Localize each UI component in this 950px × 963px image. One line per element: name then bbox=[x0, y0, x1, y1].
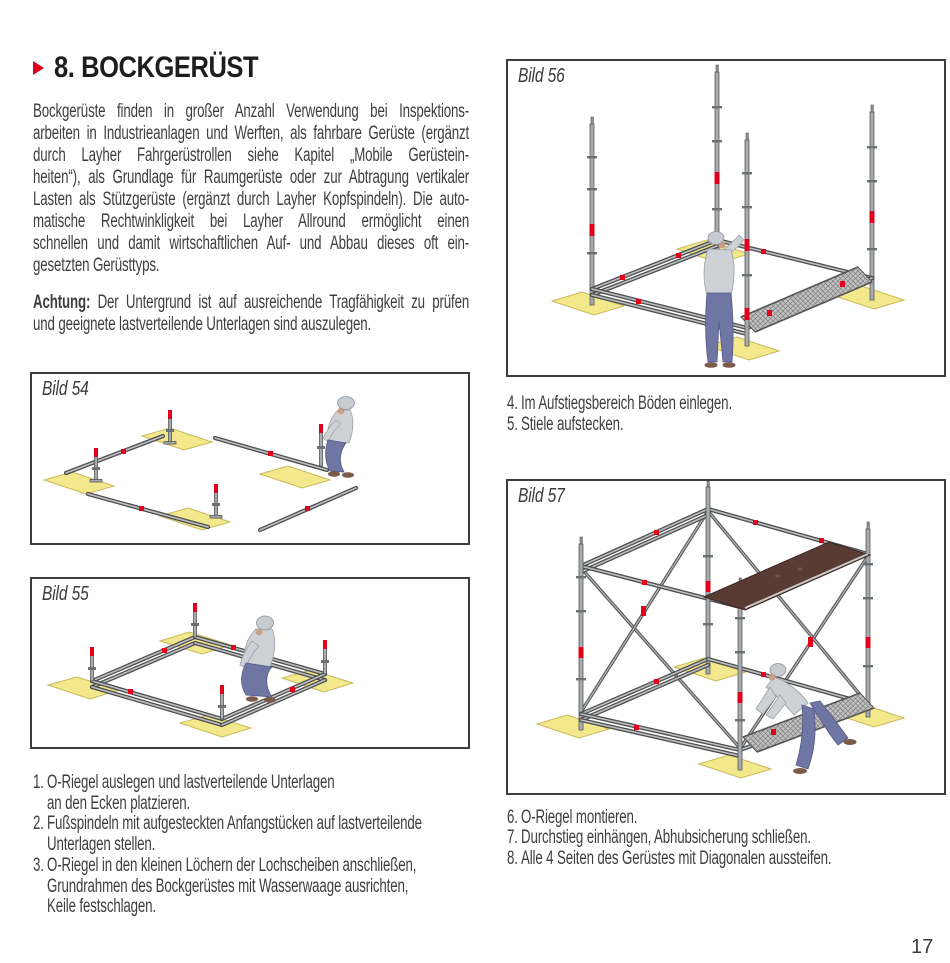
worker-figure bbox=[239, 615, 276, 703]
figure-label: Bild 55 bbox=[42, 583, 89, 605]
list-item: 6. O-Riegel montieren. bbox=[507, 807, 946, 828]
figure-label: Bild 56 bbox=[518, 65, 565, 87]
illustration-standards-erected bbox=[550, 64, 906, 368]
figure-bild-55: Bild 55 bbox=[30, 577, 470, 749]
section-title: 8. BOCKGERÜST bbox=[54, 51, 259, 84]
page-number: 17 bbox=[911, 936, 934, 958]
step-number: 1. bbox=[33, 772, 44, 793]
intro-line: Bockgerüste finden in großer Anzahl Verw… bbox=[33, 101, 470, 122]
section-marker-icon bbox=[33, 61, 44, 75]
list-item: 7. Durchstieg einhängen, Abhubsicherung … bbox=[507, 827, 946, 849]
step-number: 5. bbox=[507, 414, 518, 435]
intro-paragraph: Bockgerüste finden in großer Anzahl Verw… bbox=[33, 101, 469, 277]
step-line: O-Riegel montieren. bbox=[521, 807, 638, 828]
step-number: 8. bbox=[507, 847, 518, 869]
standards bbox=[576, 481, 873, 731]
intro-line: Lasten als Stützgerüste (ergänzt durch L… bbox=[33, 189, 470, 210]
corner-spindles bbox=[88, 603, 329, 720]
illustration-base-frame bbox=[46, 603, 355, 738]
warning-line: Achtung: Der Untergrund ist auf ausreich… bbox=[33, 292, 469, 314]
illustration-braced-scaffold bbox=[535, 481, 906, 779]
assembly-steps-6-8: 6. O-Riegel montieren. 7. Durchstieg ein… bbox=[507, 807, 946, 869]
warning-line: und geeignete lastverteilende Unterlagen… bbox=[33, 314, 372, 335]
illustration-laying-ledgers bbox=[42, 396, 359, 533]
warning-paragraph: Achtung: Der Untergrund ist auf ausreich… bbox=[33, 292, 469, 336]
step-number: 7. bbox=[507, 827, 518, 849]
intro-line: gesetzten Gerüsttyps. bbox=[33, 255, 160, 276]
intro-line: heiten“), als Grundlage für Raumgerüste … bbox=[33, 167, 470, 188]
step-line: O-Riegel in den kleinen Löchern der Loch… bbox=[47, 854, 417, 876]
worker-figure bbox=[322, 396, 355, 478]
figure-label: Bild 57 bbox=[518, 485, 565, 507]
step-line: Grundrahmen des Bockgerüstes mit Wasserw… bbox=[47, 875, 409, 897]
ledger-frame bbox=[89, 634, 328, 728]
intro-line: arbeiten in Industrieanlagen und Werften… bbox=[33, 123, 470, 144]
step-line: Stiele aufstecken. bbox=[521, 414, 624, 435]
step-line: Keile festschlagen. bbox=[47, 896, 156, 918]
figure-bild-56: Bild 56 bbox=[506, 59, 946, 377]
list-item: 4. Im Aufstiegsbereich Böden einlegen. bbox=[507, 393, 946, 414]
step-line: O-Riegel auslegen und lastverteilende Un… bbox=[47, 772, 335, 793]
step-number: 4. bbox=[507, 393, 518, 414]
top-platform bbox=[702, 541, 872, 611]
list-item: 8. Alle 4 Seiten des Gerüstes mit Diagon… bbox=[507, 847, 946, 869]
assembly-steps-4-5: 4. Im Aufstiegsbereich Böden einlegen. 5… bbox=[507, 393, 946, 435]
step-line: an den Ecken platzieren. bbox=[47, 792, 191, 814]
warning-label: Achtung: bbox=[33, 292, 91, 313]
list-item: 3. O-Riegel in den kleinen Löchern der L… bbox=[33, 854, 469, 918]
step-line: Fußspindeln mit aufgesteckten Anfangstüc… bbox=[47, 813, 422, 835]
figure-bild-54: Bild 54 bbox=[30, 372, 470, 545]
warning-text: Der Untergrund ist auf ausreichende Trag… bbox=[90, 292, 470, 313]
intro-line: schnellen und damit wirtschaftlichen Auf… bbox=[33, 233, 470, 254]
foot-spindles bbox=[89, 410, 325, 519]
intro-line: durch Layher Fahrgerüstrollen siehe Kapi… bbox=[33, 145, 470, 166]
list-item: 5. Stiele aufstecken. bbox=[507, 414, 946, 435]
worker-figure bbox=[703, 231, 745, 368]
list-item: 1. O-Riegel auslegen und lastverteilende… bbox=[33, 772, 469, 814]
worker-figure bbox=[755, 663, 857, 774]
figure-bild-57: Bild 57 bbox=[506, 479, 946, 795]
step-line: Im Aufstiegsbereich Böden einlegen. bbox=[521, 393, 733, 414]
standards bbox=[587, 64, 877, 306]
list-item: 2. Fußspindeln mit aufgesteckten Anfangs… bbox=[33, 813, 469, 856]
diagonal-braces bbox=[579, 509, 870, 750]
assembly-steps-1-3: 1. O-Riegel auslegen und lastverteilende… bbox=[33, 772, 469, 918]
step-line: Unterlagen stellen. bbox=[47, 834, 156, 856]
steel-deck bbox=[740, 266, 873, 333]
step-number: 6. bbox=[507, 807, 518, 828]
step-number: 3. bbox=[33, 854, 44, 876]
figure-label: Bild 54 bbox=[42, 378, 89, 400]
step-number: 2. bbox=[33, 813, 44, 835]
intro-line: matische Rechtwinkligkeit bei Layher All… bbox=[33, 211, 470, 232]
base-planks bbox=[42, 427, 332, 531]
step-line: Alle 4 Seiten des Gerüstes mit Diagonale… bbox=[521, 847, 832, 869]
step-line: Durchstieg einhängen, Abhubsicherung sch… bbox=[521, 827, 811, 849]
loose-ledgers bbox=[63, 433, 359, 533]
front-standard bbox=[742, 132, 752, 347]
